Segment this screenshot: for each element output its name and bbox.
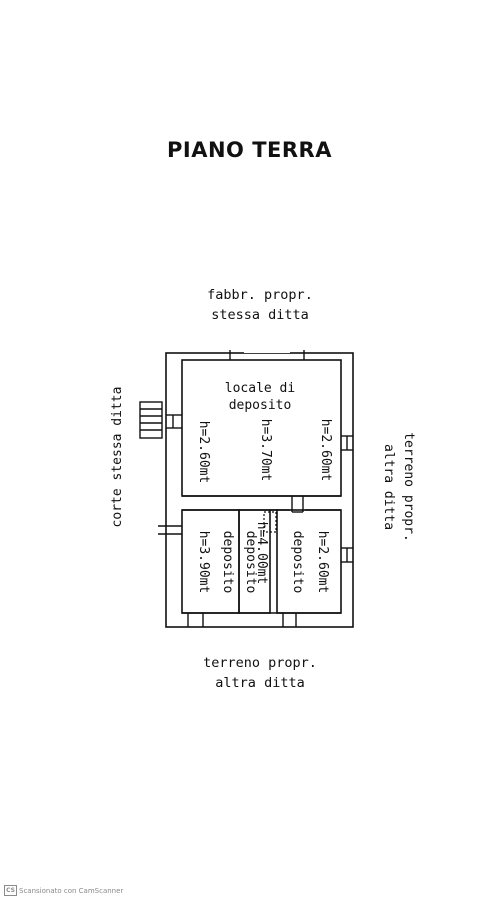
camscanner-icon: CS: [4, 885, 17, 896]
right-room-height: h=2.60mt: [315, 530, 330, 594]
window-east-main: [341, 435, 353, 451]
main-room-name: locale di deposito: [200, 380, 320, 414]
center-room-height: h=4.00mt: [254, 521, 269, 585]
window-east-right-room: [341, 547, 353, 563]
right-room-name: deposito: [290, 530, 305, 594]
south-label-line1: terreno propr.: [203, 655, 317, 671]
main-room-height-left: h=2.60mt: [196, 420, 211, 484]
north-label: fabbr. propr. stessa ditta: [150, 285, 370, 325]
left-room-height: h=3.90mt: [196, 530, 211, 594]
scanner-footer-text: Scansionato con CamScanner: [19, 886, 124, 895]
scanner-footer: CS Scansionato con CamScanner: [4, 885, 123, 896]
opening-west-left-room: [158, 525, 182, 535]
door-center-room: [263, 511, 277, 533]
south-label-line2: altra ditta: [215, 675, 305, 691]
south-openings: [187, 613, 297, 627]
door-main-right: [291, 496, 304, 513]
main-room-name-line1: locale di: [224, 381, 296, 396]
page-title: PIANO TERRA: [167, 138, 332, 162]
main-room-height-center: h=3.70mt: [258, 418, 273, 482]
left-room-name: deposito: [220, 530, 235, 594]
main-room-height-right: h=2.60mt: [318, 418, 333, 482]
stairs-west: [139, 401, 182, 439]
main-room-name-line2: deposito: [228, 398, 292, 413]
north-label-line1: fabbr. propr.: [207, 287, 313, 303]
north-label-line2: stessa ditta: [211, 307, 309, 323]
south-label: terreno propr. altra ditta: [140, 653, 380, 693]
